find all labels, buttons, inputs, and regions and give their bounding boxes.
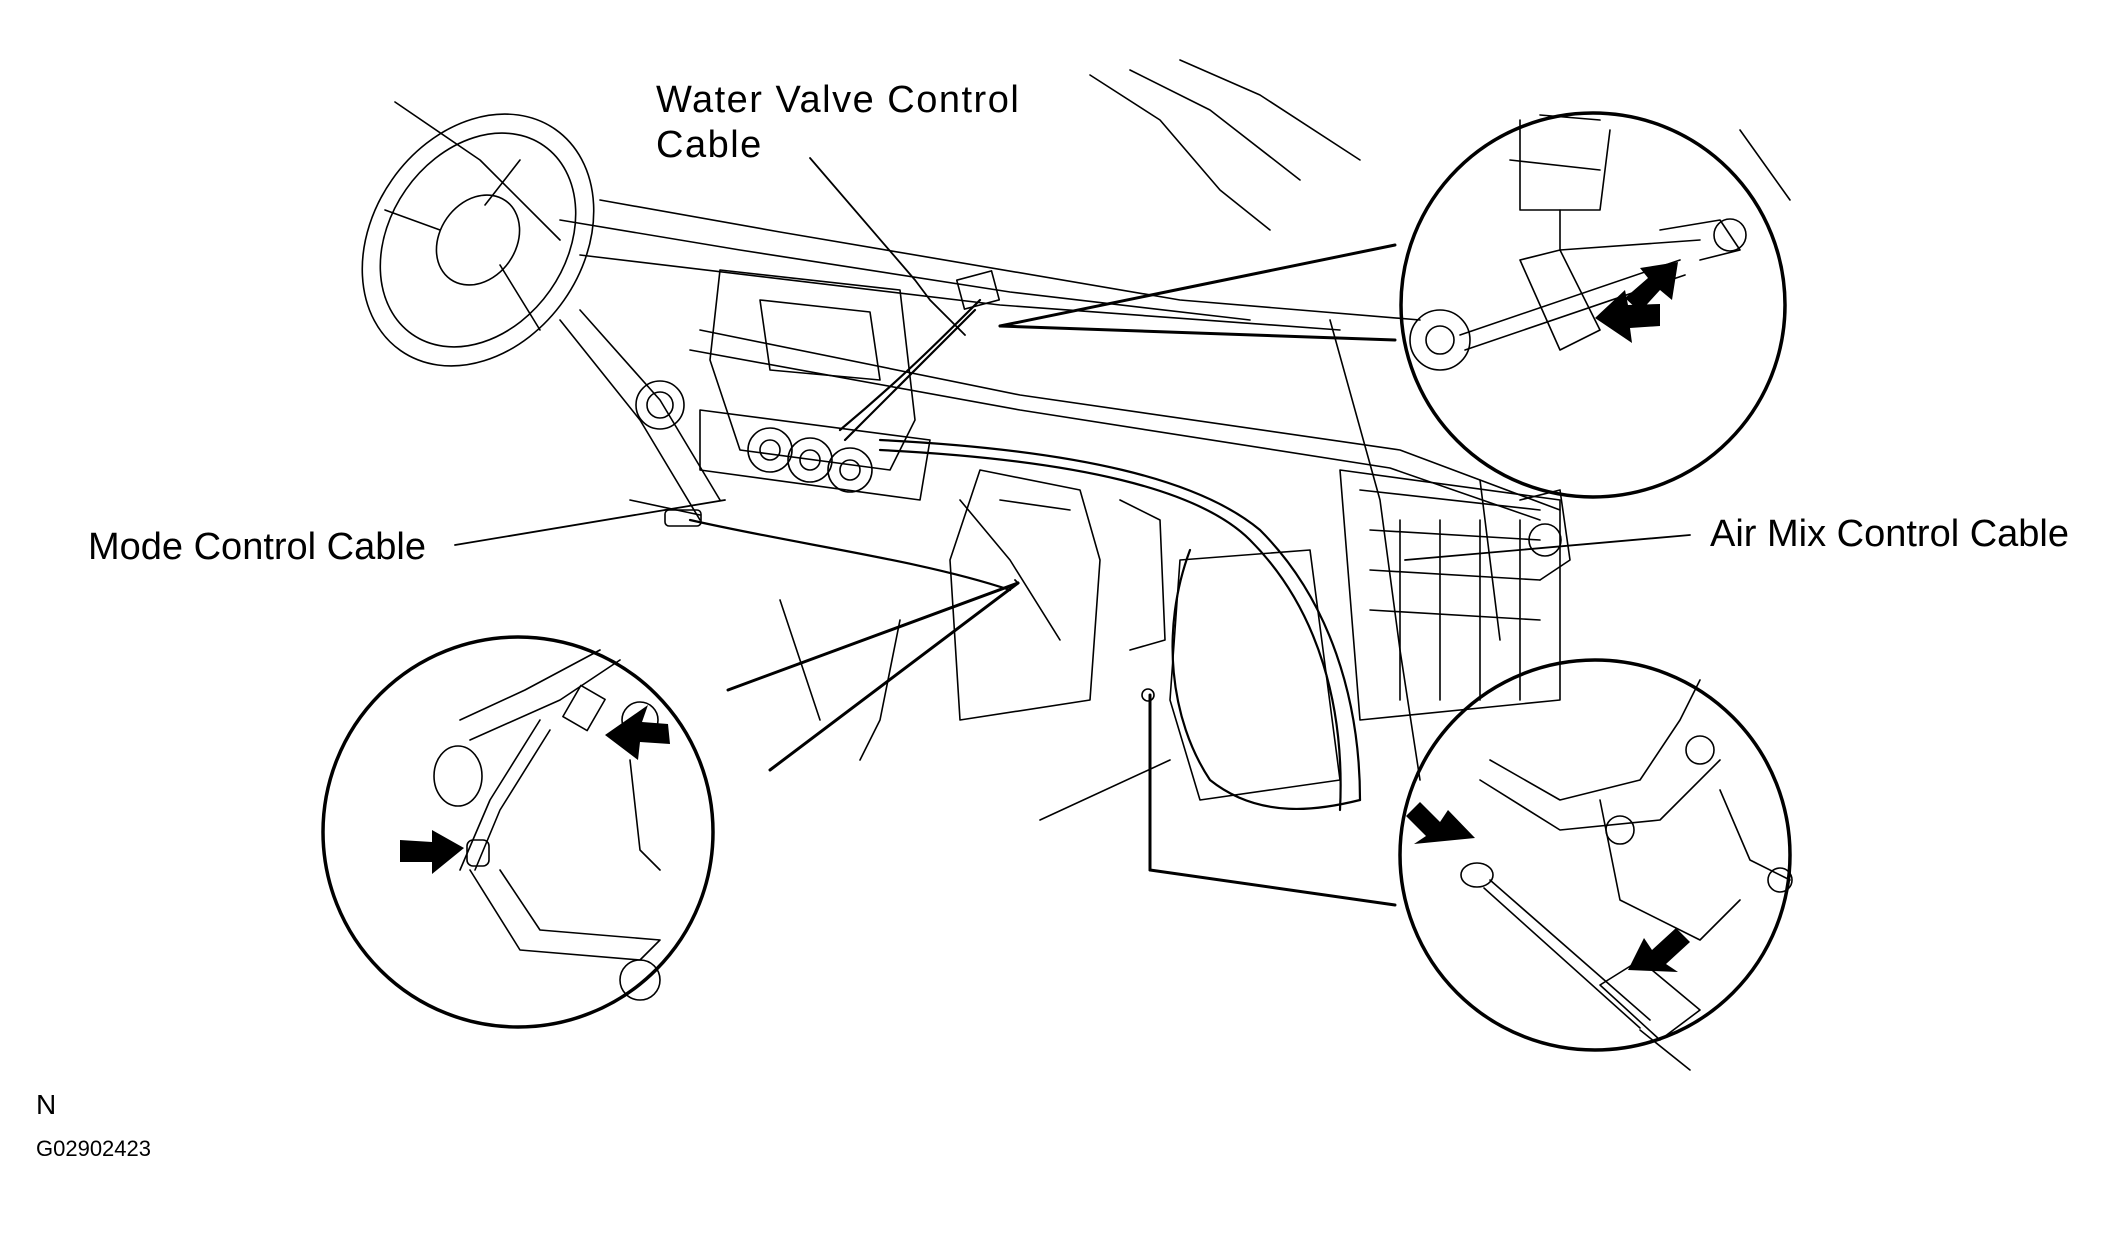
arrow-markers (400, 262, 1690, 972)
view-letter: N (36, 1089, 57, 1120)
arrow-icon (1625, 262, 1678, 312)
callout-wedges (726, 243, 1397, 907)
dashboard-outline (394, 59, 1561, 821)
leader-lines (454, 157, 1691, 584)
arrow-icon (1406, 802, 1475, 844)
arrow-icon (1628, 928, 1690, 972)
cable-routes (688, 298, 1362, 812)
label-mode-control-cable: Mode Control Cable (88, 526, 426, 568)
steering-wheel (361, 113, 721, 521)
center-stack (629, 269, 1571, 801)
arrow-icon (1595, 290, 1660, 343)
detail-circle-air-mix (1398, 658, 1793, 1071)
figure-id: G02902423 (36, 1136, 151, 1161)
detail-circle-water-valve (1399, 111, 1791, 499)
label-air-mix-control-cable: Air Mix Control Cable (1710, 513, 2069, 555)
arrow-icon (605, 705, 670, 760)
arrow-icon (400, 830, 464, 874)
cable-connectors (664, 270, 1155, 702)
label-water-valve-control-cable: Water Valve Control Cable (656, 79, 1021, 166)
detail-circle-mode (321, 635, 715, 1029)
